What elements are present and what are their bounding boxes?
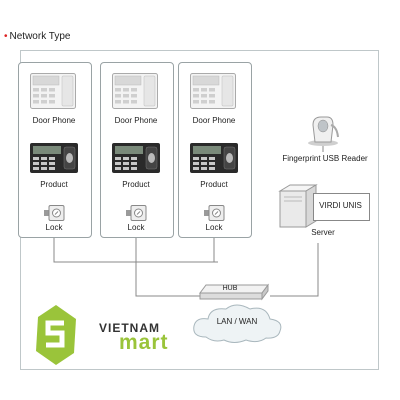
section-title: Network Type (9, 31, 71, 42)
vietnam-smart-logo-icon (36, 305, 76, 365)
section-header: •Network Type (4, 31, 70, 42)
lock-label: Lock (127, 223, 145, 232)
door-phone-icon (30, 73, 76, 109)
lock-icon (204, 205, 225, 221)
fingerprint-reader-label: Fingerprint USB Reader (282, 154, 368, 163)
door-phone-label: Door Phone (192, 116, 236, 125)
bullet-icon: • (4, 31, 8, 42)
cloud-label: LAN / WAN (216, 317, 258, 326)
product-terminal-icon (30, 143, 78, 173)
fingerprint-reader-icon (308, 116, 339, 146)
lock-icon (126, 205, 147, 221)
door-phone-icon (112, 73, 158, 109)
product-label: Product (40, 180, 68, 189)
lock-icon (44, 205, 65, 221)
server-screen (313, 193, 370, 221)
lock-label: Lock (45, 223, 63, 232)
door-phone-label: Door Phone (114, 116, 158, 125)
lock-label: Lock (205, 223, 223, 232)
server-label: Server (311, 228, 335, 237)
product-terminal-icon (190, 143, 238, 173)
door-phone-label: Door Phone (32, 116, 76, 125)
product-terminal-icon (112, 143, 160, 173)
door-phone-icon (190, 73, 236, 109)
cloud-icon (193, 304, 282, 343)
product-label: Product (200, 180, 228, 189)
logo-text-mart: mart (119, 331, 169, 354)
logo-text-vietnam: VIETNAM (99, 321, 160, 335)
server-icon (278, 184, 318, 228)
hub-icon (199, 283, 269, 301)
hub-label: HUB (222, 285, 238, 292)
product-label: Product (122, 180, 150, 189)
server-screen-text: VIRDI UNIS (319, 201, 362, 210)
